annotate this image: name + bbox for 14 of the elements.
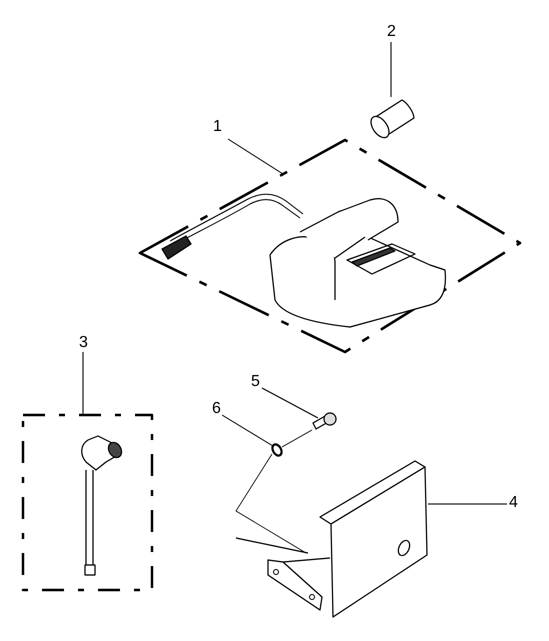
leader-line [262, 388, 318, 418]
printer-assembly-drawing [138, 138, 522, 354]
leader-line [222, 414, 274, 446]
assembly-line [235, 454, 306, 554]
washer-ring [271, 443, 283, 457]
bolt-drawing [312, 412, 337, 430]
assembly-line [282, 430, 312, 448]
leader-line [82, 352, 84, 416]
callout-number: 6 [211, 401, 222, 417]
paper-roll-drawing [370, 99, 415, 138]
leader-line [228, 138, 284, 174]
cable-connector-drawing [22, 414, 154, 592]
mounting-bracket-drawing [235, 460, 428, 618]
leader-line [390, 42, 392, 98]
